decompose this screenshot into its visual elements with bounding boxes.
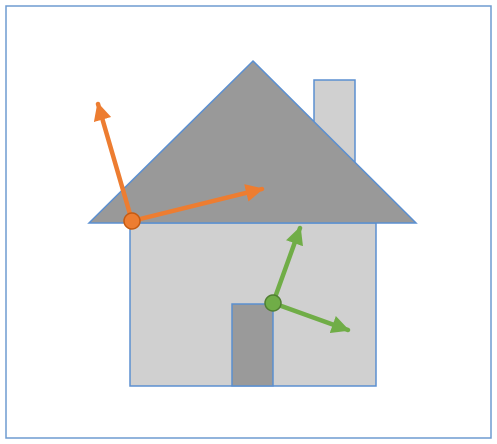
frame-b-origin-dot [265,295,281,311]
door [232,304,273,386]
frame-a-origin-dot [124,213,140,229]
